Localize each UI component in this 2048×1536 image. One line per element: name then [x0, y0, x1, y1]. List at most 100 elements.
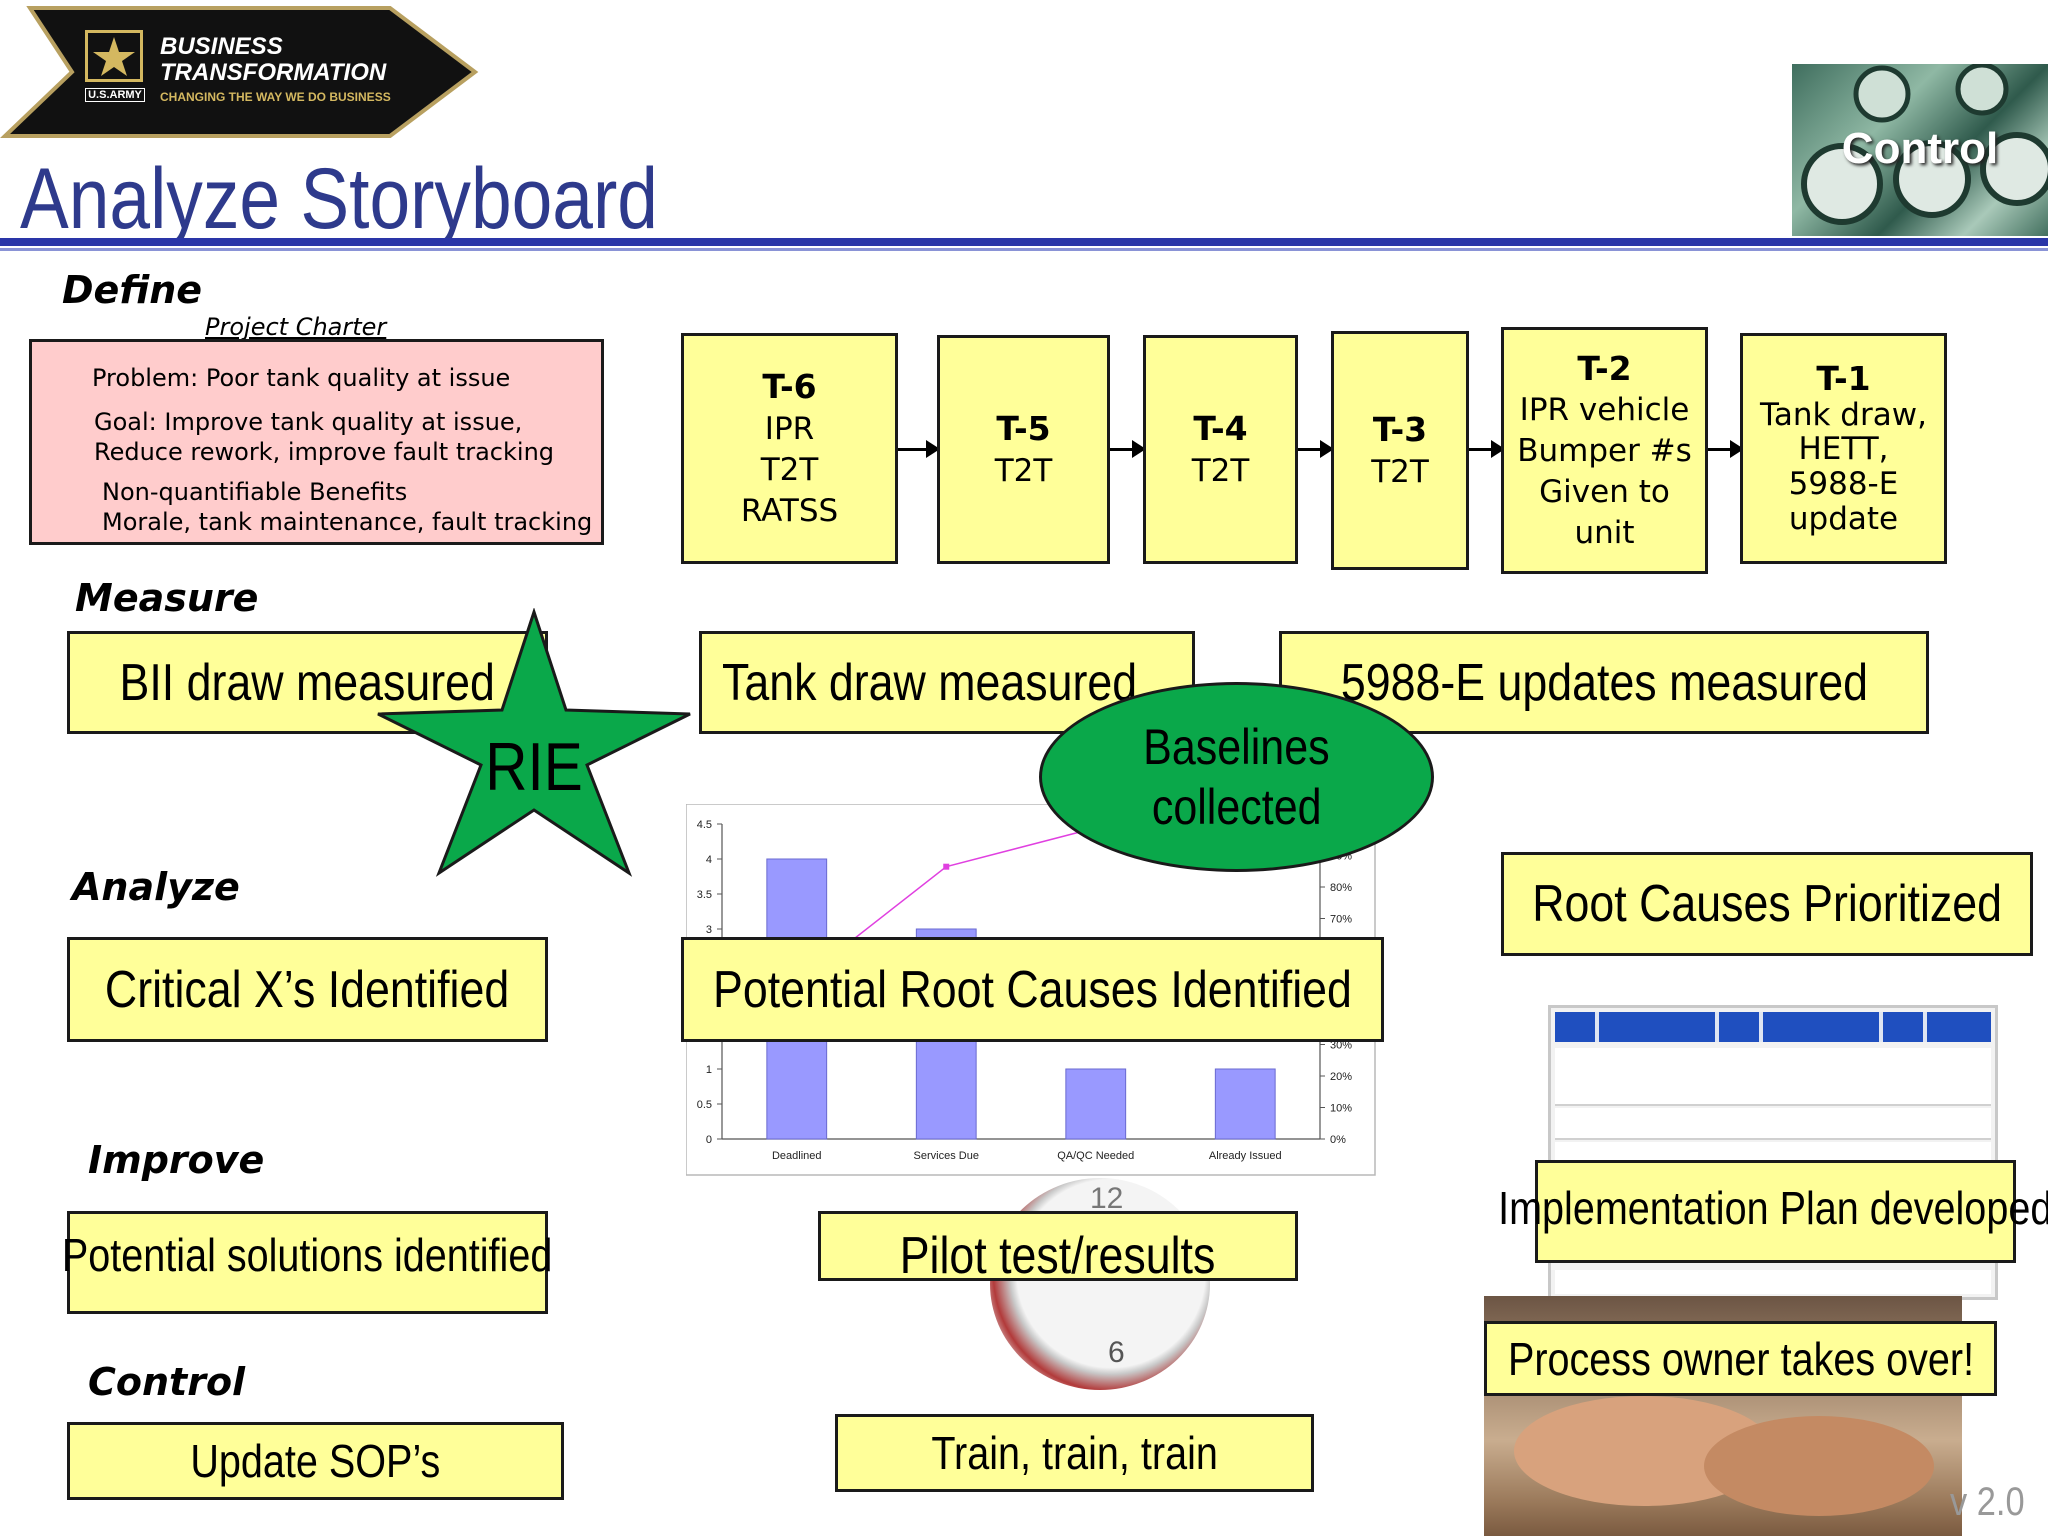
y2-tick-label: 70% — [1330, 914, 1352, 926]
baselines-line-2: collected — [1151, 779, 1322, 835]
version-label: v 2.0 — [1950, 1480, 2025, 1524]
header-rule — [0, 238, 2048, 246]
y2-tick-label: 80% — [1330, 882, 1352, 894]
timeline-line: IPR vehicle — [1519, 392, 1690, 429]
charter-benefits-1: Non-quantifiable Benefits — [102, 478, 408, 506]
handshake-hand-right — [1704, 1416, 1934, 1516]
implementation-plan-box: Implementation Plan developed — [1498, 1160, 2048, 1263]
army-logo: U.S.ARMY BUSINESS TRANSFORMATION CHANGIN… — [0, 0, 480, 140]
timeline-title: T-1 — [1816, 358, 1871, 398]
chart-bar — [1214, 1068, 1276, 1140]
timeline-line: T2T — [1191, 452, 1250, 489]
baselines-collected-ellipse: Baselines collected — [1039, 682, 1434, 872]
cumulative-point — [943, 863, 950, 870]
y2-tick-label: 0% — [1330, 1134, 1346, 1146]
clock-6-text: 6 — [1108, 1336, 1125, 1369]
timeline-line: IPR — [764, 410, 815, 447]
table-row — [1555, 1108, 1991, 1140]
y-tick-label: 1 — [706, 1064, 712, 1076]
timeline-box-t1: T-1 Tank draw, HETT, 5988-E update — [1740, 333, 1947, 564]
timeline-arrow — [1469, 440, 1505, 458]
timeline-box-t6: T-6 IPR T2T RATSS — [681, 333, 898, 564]
timeline-box-t5: T-5 T2T — [937, 335, 1110, 564]
timeline-line: Tank draw, — [1760, 396, 1927, 433]
phase-improve-label: Improve — [88, 1138, 265, 1182]
y-tick-label: 3 — [706, 924, 712, 936]
timeline-title: T-3 — [1372, 410, 1428, 450]
timeline-box-t4: T-4 T2T — [1143, 335, 1298, 564]
timeline-title: T-6 — [762, 367, 817, 407]
timeline-arrow — [898, 440, 940, 458]
potential-root-causes-text: Potential Root Causes Identified — [713, 960, 1352, 1019]
timeline-line: Given to — [1539, 474, 1670, 511]
timeline-line: T2T — [1371, 453, 1429, 490]
logo-tagline: CHANGING THE WAY WE DO BUSINESS — [160, 90, 391, 104]
train-box: Train, train, train — [835, 1414, 1314, 1492]
y-tick-label: 4.5 — [697, 819, 712, 831]
process-owner-text: Process owner takes over! — [1507, 1332, 1974, 1385]
timeline-title: T-4 — [1193, 409, 1248, 449]
timeline-arrow — [1110, 440, 1146, 458]
critical-xs-text: Critical X’s Identified — [105, 960, 510, 1019]
x-tick-label: QA/QC Needed — [1057, 1150, 1134, 1162]
y2-tick-label: 30% — [1330, 1040, 1352, 1052]
clock-faces-icon — [1801, 64, 2048, 225]
logo-line1: BUSINESS — [160, 33, 283, 60]
table-row — [1555, 1270, 1991, 1294]
timeline-box-t2: T-2 IPR vehicle Bumper #s Given to unit — [1501, 327, 1708, 574]
rie-star-shape — [377, 608, 691, 877]
y2-tick-label: 20% — [1330, 1071, 1352, 1083]
bii-draw-measured-text: BII draw measured — [119, 653, 496, 712]
table-row — [1555, 1048, 1991, 1106]
charter-goal-1: Goal: Improve tank quality at issue, — [94, 408, 523, 436]
phase-define-label: Define — [62, 268, 203, 312]
y-tick-label: 4 — [706, 854, 712, 866]
potential-solutions-box: Potential solutions identified — [62, 1211, 553, 1314]
charter-benefits-2: Morale, tank maintenance, fault tracking — [102, 508, 593, 536]
header-rule-thin — [0, 248, 2048, 251]
army-star-icon — [85, 30, 143, 82]
pilot-test-box: Pilot test/results — [818, 1211, 1298, 1285]
timeline-line: T2T — [994, 452, 1053, 489]
updates-measured-box: 5988-E updates measured — [1279, 631, 1929, 734]
pilot-test-text: Pilot test/results — [900, 1227, 1216, 1285]
y-tick-label: 0 — [706, 1134, 712, 1146]
x-tick-label: Already Issued — [1209, 1150, 1282, 1162]
timeline-line: unit — [1574, 515, 1635, 552]
tank-draw-measured-text: Tank draw measured — [722, 653, 1138, 712]
timeline-title: T-2 — [1577, 348, 1632, 388]
control-badge-label: Control — [1841, 124, 1999, 173]
timeline-line: 5988-E — [1788, 465, 1899, 502]
timeline-line: HETT, — [1798, 431, 1889, 468]
phase-measure-label: Measure — [75, 576, 259, 620]
timeline-title: T-5 — [996, 409, 1051, 449]
logo-line2: TRANSFORMATION — [160, 59, 387, 86]
y-tick-label: 0.5 — [697, 1099, 712, 1111]
timeline-line: T2T — [760, 451, 819, 488]
update-sops-box: Update SOP’s — [67, 1422, 564, 1500]
train-text: Train, train, train — [931, 1427, 1218, 1479]
prioritization-table-image — [1548, 1005, 1998, 1300]
page-title: Analyze Storyboard — [20, 151, 658, 247]
timeline-line: RATSS — [740, 492, 839, 529]
control-badge: Control — [1792, 64, 2048, 236]
update-sops-text: Update SOP’s — [190, 1435, 441, 1487]
project-charter-box: Problem: Poor tank quality at issue Goal… — [29, 339, 604, 545]
x-tick-label: Deadlined — [772, 1150, 822, 1162]
chart-bar — [1065, 1068, 1127, 1140]
y-tick-label: 3.5 — [697, 889, 712, 901]
phase-analyze-label: Analyze — [72, 865, 240, 909]
timeline-arrow — [1708, 440, 1744, 458]
updates-measured-text: 5988-E updates measured — [1340, 653, 1868, 712]
clock-12-text: 12 — [1090, 1182, 1124, 1215]
phase-control-label: Control — [88, 1360, 246, 1404]
baselines-line-1: Baselines — [1143, 719, 1330, 775]
rie-label: RIE — [485, 729, 583, 805]
charter-goal-2: Reduce rework, improve fault tracking — [94, 438, 555, 466]
timeline-box-t3: T-3 T2T — [1331, 331, 1469, 570]
timeline-arrow — [1298, 440, 1334, 458]
potential-root-causes-box: Potential Root Causes Identified — [681, 937, 1384, 1042]
y2-tick-label: 10% — [1330, 1103, 1352, 1115]
x-tick-label: Services Due — [914, 1150, 979, 1162]
army-label: U.S.ARMY — [85, 88, 145, 102]
